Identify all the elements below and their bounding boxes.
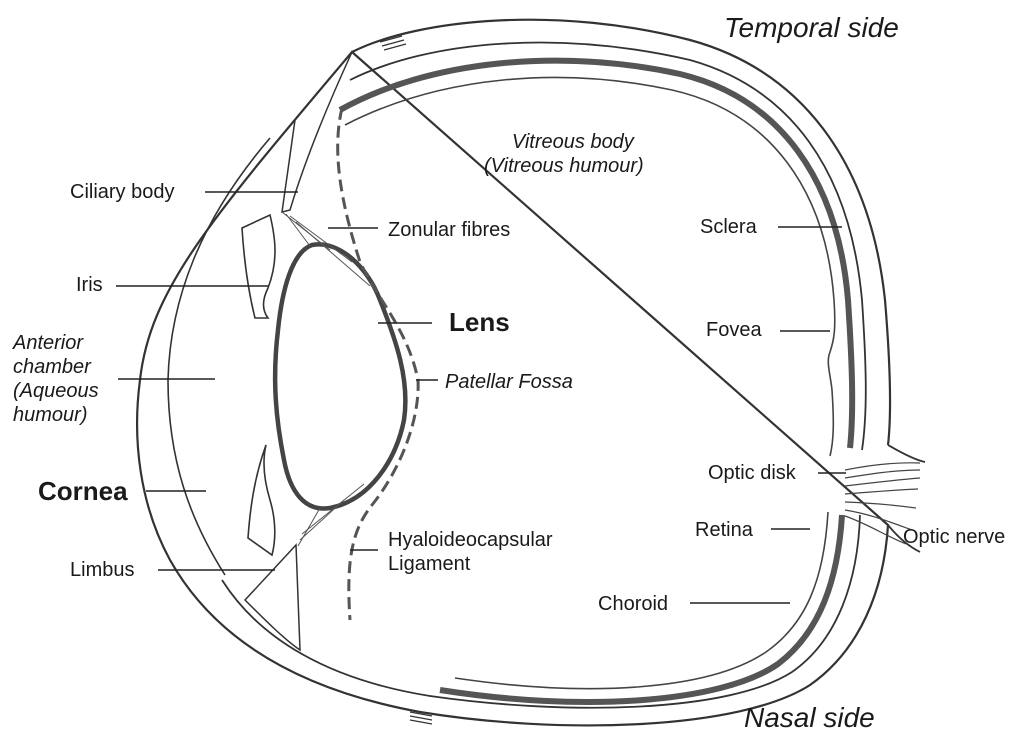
aqueous-text: (Aqueous — [13, 379, 99, 403]
cornea-label: Cornea — [38, 476, 128, 506]
retina-label: Retina — [695, 518, 753, 542]
zonular-fibres-label: Zonular fibres — [388, 218, 510, 242]
temporal-side-label: Temporal side — [724, 12, 899, 44]
nasal-side-label: Nasal side — [744, 702, 875, 734]
hyaloideocapsular-text: Hyaloideocapsular — [388, 528, 553, 552]
lens-outline — [275, 244, 405, 508]
optic-disk-label: Optic disk — [708, 461, 796, 485]
patellar-fossa-label: Patellar Fossa — [445, 370, 573, 394]
chamber-text: chamber — [13, 355, 99, 379]
iris-upper — [242, 215, 275, 318]
humour-text: humour) — [13, 403, 99, 427]
anterior-chamber-label: Anterior chamber (Aqueous humour) — [13, 331, 99, 427]
optic-nerve-label: Optic nerve — [903, 525, 1005, 549]
iris-lower — [248, 445, 275, 555]
sclera-label: Sclera — [700, 215, 757, 239]
vitreous-humour-text: (Vitreous humour) — [484, 154, 644, 178]
hyaloideocapsular-ligament-label: Hyaloideocapsular Ligament — [388, 528, 553, 576]
ciliary-body-label: Ciliary body — [70, 180, 174, 204]
limbus-label: Limbus — [70, 558, 134, 582]
choroid-label: Choroid — [598, 592, 668, 616]
anterior-text: Anterior — [13, 331, 99, 355]
lens-label: Lens — [449, 307, 510, 337]
vitreous-body-text: Vitreous body — [502, 130, 644, 154]
fovea-label: Fovea — [706, 318, 762, 342]
ligament-text: Ligament — [388, 552, 553, 576]
iris-label: Iris — [76, 273, 103, 297]
vitreous-body-label: Vitreous body (Vitreous humour) — [502, 130, 644, 178]
